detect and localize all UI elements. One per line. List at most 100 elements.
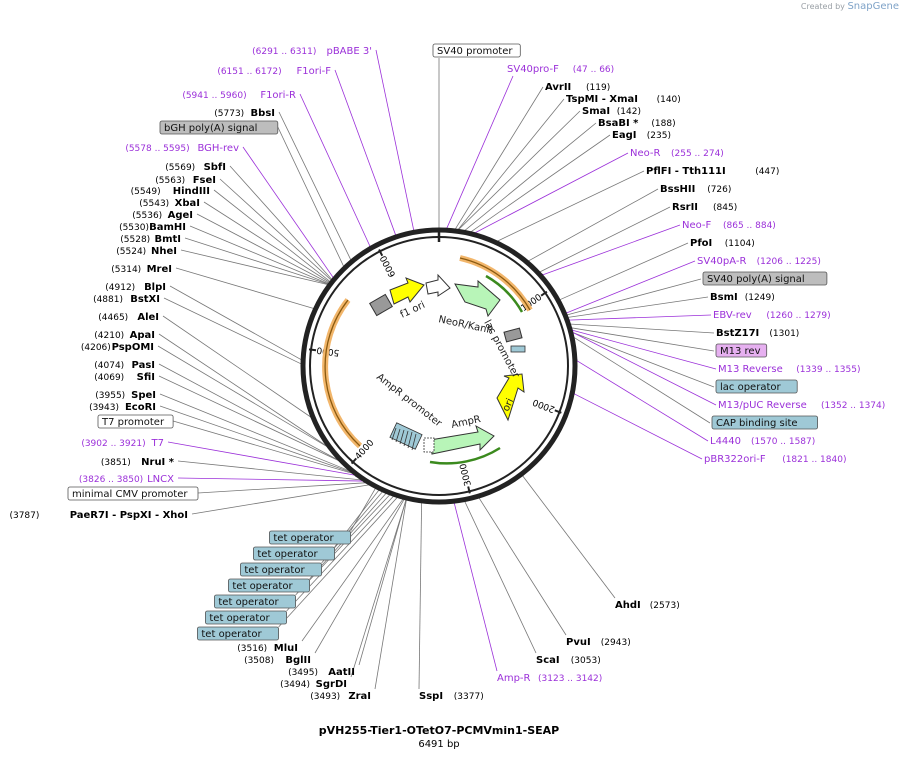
- bottom-left-label-tet-operator-9: tet operator: [239, 562, 322, 577]
- label-position: (3493): [310, 692, 340, 702]
- leader-line-l15: [169, 285, 303, 361]
- leader-line-l14: [175, 267, 315, 310]
- label-name: LNCX: [147, 474, 174, 485]
- label-name: BstXI: [130, 294, 160, 305]
- feature-label: SV40 promoter: [437, 46, 513, 57]
- label-name: NheI: [151, 246, 177, 257]
- label-position: (5941 .. 5960): [182, 91, 246, 101]
- leader-line-r21: [575, 359, 709, 442]
- feature-label: tet operator: [209, 613, 270, 624]
- leader-line-r6: [496, 170, 645, 242]
- right-label-m13-reverse-17: M13 Reverse(1339 .. 1355): [718, 364, 860, 375]
- leader-line-br1: [478, 496, 567, 636]
- right-label-bsshii-7: BssHII(726): [660, 184, 731, 195]
- label-name: AvrII: [545, 82, 571, 93]
- bottom-right-label-scai-2: ScaI(3053): [536, 655, 601, 666]
- left-label-sbfi-6: SbfI(5569): [165, 162, 226, 173]
- feature-box: [715, 343, 768, 358]
- left-label-nhei-13: NheI(5524): [116, 246, 177, 257]
- label-position: (6151 .. 6172): [217, 67, 281, 77]
- leader-line-r22: [573, 392, 703, 460]
- right-label-eagi-4: EagI(235): [612, 130, 671, 141]
- label-name: F1ori-R: [260, 90, 296, 101]
- label-position: (1249): [745, 293, 775, 303]
- leader-line-bl11: [350, 487, 377, 532]
- label-name: M13/pUC Reverse: [718, 400, 807, 411]
- label-name: SgrDI: [316, 679, 347, 690]
- right-label-smai-2: SmaI(142): [582, 106, 641, 117]
- leader-line-l5: [242, 146, 335, 279]
- label-name: EagI: [612, 130, 636, 141]
- cmv-promoter-box: [423, 437, 435, 453]
- left-label-ecori-23: EcoRI(3943): [89, 402, 156, 413]
- right-label-sv40-poly-a-signal-12: SV40 poly(A) signal: [702, 271, 828, 286]
- label-position: (3123 .. 3142): [538, 674, 602, 684]
- label-name: pBR322ori-F: [704, 454, 766, 465]
- label-position: (119): [586, 83, 610, 93]
- label-position: (142): [617, 107, 641, 117]
- feature-box: [204, 610, 287, 625]
- right-label-bstz17i-15: BstZ17I(1301): [716, 328, 799, 339]
- leader-line-l3: [278, 111, 352, 261]
- ruler-tick-2000: [554, 409, 562, 414]
- right-label-m13-rev-16: M13 rev: [715, 343, 768, 358]
- bottom-right-label-ahdi-0: AhdI(2573): [615, 600, 680, 611]
- right-label-bsabi-3: BsaBI *(188): [598, 118, 676, 129]
- tet-operator-blocks: [389, 422, 423, 450]
- label-position: (5549): [131, 187, 161, 197]
- right-label-pflfi-tth111i-6: PflFI - Tth111I(447): [646, 166, 779, 177]
- label-name: BssHII: [660, 184, 695, 195]
- leader-line-r16: [570, 327, 715, 352]
- label-position: (3508): [244, 656, 274, 666]
- label-name: M13 Reverse: [718, 364, 783, 375]
- leader-line-bl2: [358, 498, 407, 666]
- feature-box: [227, 578, 310, 593]
- leader-line-r11: [565, 260, 696, 314]
- left-label-bgh-rev-5: BGH-rev(5578 .. 5595): [125, 143, 239, 154]
- feature-box: [67, 486, 199, 501]
- leader-line-r1: [457, 98, 565, 231]
- plasmid-size: 6491 bp: [418, 739, 459, 750]
- label-name: ApaI: [130, 330, 155, 341]
- left-label-f1ori-r-2: F1ori-R (5941 .. 5960): [182, 90, 296, 101]
- left-label-fsei-7: FseI(5563): [155, 175, 216, 186]
- leader-line-l7: [219, 178, 333, 281]
- lac-operator-box: [510, 345, 526, 353]
- left-label-hindiii-8: HindIII(5549): [131, 186, 210, 197]
- leader-line-l9: [203, 201, 331, 284]
- label-position: (4881): [93, 295, 123, 305]
- leader-line-t1: [446, 75, 514, 230]
- label-name: AgeI: [168, 210, 193, 221]
- left-label-bgh-poly-a-signal-4: bGH poly(A) signal: [159, 120, 279, 135]
- bottom-right-label-pvui-1: PvuI(2943): [566, 637, 631, 648]
- label-position: (4465): [98, 313, 128, 323]
- left-label-alei-17: AleI(4465): [98, 312, 159, 323]
- leader-line-bl0: [374, 499, 407, 690]
- leader-line-r15: [569, 323, 715, 334]
- label-name: BamHI: [149, 222, 186, 233]
- label-position: (1821 .. 1840): [782, 455, 846, 465]
- feature-label: tet operator: [218, 597, 279, 608]
- ruler-tick-6000: [378, 249, 384, 257]
- bottom-left-label-aatii-2: AatII(3495): [288, 667, 355, 678]
- right-label-avrii-0: AvrII (119): [545, 82, 610, 93]
- leader-line-l26: [177, 460, 364, 481]
- label-name: SfiI: [137, 372, 155, 383]
- ruler-label-2000: 2000: [531, 396, 556, 414]
- ruler-tick-3000: [467, 486, 471, 494]
- leader-line-l23: [159, 405, 354, 474]
- feature-box: [268, 530, 351, 545]
- top-label-sv40-promoter-0: SV40 promoter: [432, 43, 521, 58]
- label-position: (3053): [571, 656, 601, 666]
- label-position: (1301): [769, 329, 799, 339]
- label-position: (5578 .. 5595): [125, 144, 189, 154]
- label-name: PspOMI: [112, 342, 154, 353]
- feature-box: [97, 414, 174, 429]
- ori-arrow: [496, 373, 525, 422]
- leader-line-l8: [213, 189, 331, 283]
- label-position: (140): [657, 95, 681, 105]
- label-name: PfoI: [690, 238, 712, 249]
- label-name: SpeI: [131, 390, 156, 401]
- label-name: BbsI: [251, 108, 275, 119]
- label-name: BmtI: [154, 234, 181, 245]
